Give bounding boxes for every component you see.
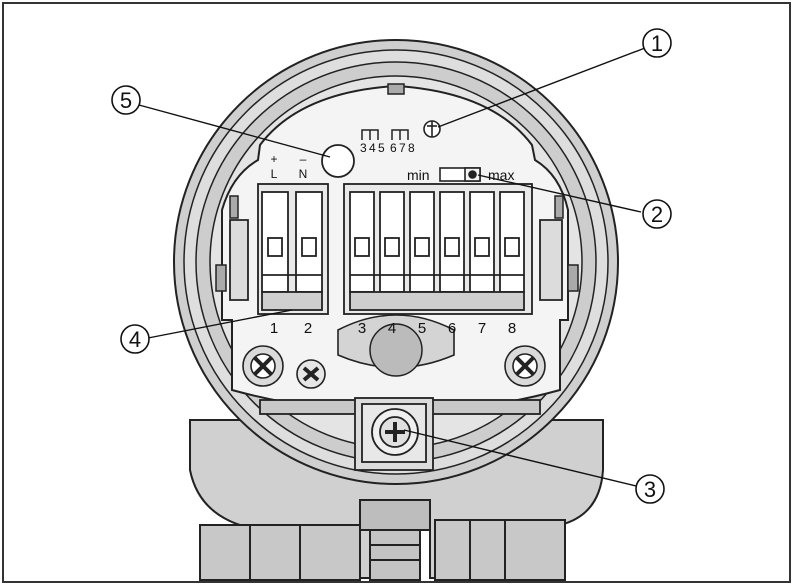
callout-3-label: 3 [644,477,656,502]
minus-mark: – [300,152,307,166]
screw-center [296,359,326,389]
mode-switch [439,167,481,182]
terminal-number-8: 8 [508,320,516,337]
terminal-block-supply [257,183,329,315]
callout-1-label: 1 [651,31,663,56]
relay-label-7: 7 [399,141,406,155]
terminal-number-7: 7 [478,320,486,337]
terminal-number-4: 4 [388,320,396,337]
screw-right [504,345,546,387]
plus-mark: + [270,152,277,166]
callout-2-label: 2 [651,202,663,227]
center-hub-boss [369,323,423,377]
relay-label-6: 6 [390,141,397,155]
terminal-number-5: 5 [418,320,426,337]
N-label: N [299,167,308,181]
earth-symbol [423,120,441,138]
callout-5-label: 5 [120,88,132,113]
terminal-number-6: 6 [448,320,456,337]
side-brackets [229,219,563,301]
callout-circles [111,28,672,504]
ground-terminal [259,397,541,471]
screw-left [242,345,284,387]
relay-contact-symbols [361,129,409,140]
switch-max-label: max [488,167,514,183]
relay-label-4: 4 [369,141,376,155]
switch-min-label: min [407,167,430,183]
terminal-number-3: 3 [358,320,366,337]
relay-label-3: 3 [360,141,367,155]
terminal-number-2: 2 [304,320,312,337]
insert-clips [215,83,579,292]
relay-label-5: 5 [378,141,385,155]
relay-label-8: 8 [408,141,415,155]
callout-leaders [138,47,646,487]
terminal-number-1: 1 [270,320,278,337]
callout-4-label: 4 [129,327,141,352]
L-label: L [271,167,278,181]
terminal-block-relay [343,183,533,315]
adjustment-potentiometer [321,144,355,178]
